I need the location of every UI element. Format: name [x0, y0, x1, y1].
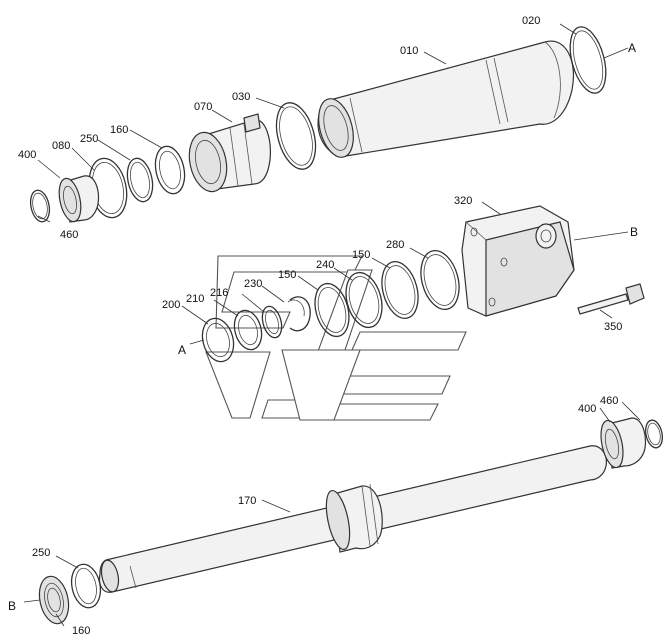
label-150a: 150: [278, 269, 296, 281]
seal-250a: [126, 157, 154, 203]
label-320: 320: [454, 195, 472, 207]
label-250a: 250: [80, 133, 98, 145]
label-070: 070: [194, 101, 212, 113]
label-460a: 460: [60, 229, 78, 241]
stop-ring-400a: [58, 175, 100, 223]
gland-070: [188, 113, 271, 193]
label-020: 020: [522, 15, 540, 27]
label-216: 216: [210, 287, 228, 299]
cylinder-tube-010: [317, 40, 574, 158]
label-150b: 150: [352, 249, 370, 261]
label-400a: 400: [18, 149, 36, 161]
ring-216: [261, 305, 283, 339]
label-250b: 250: [32, 547, 50, 559]
seal-250b: [70, 563, 102, 609]
label-160b: 160: [72, 625, 90, 637]
label-240: 240: [316, 259, 334, 271]
ring-200: [201, 317, 235, 363]
label-010: 010: [400, 45, 418, 57]
ref-a-top: A: [628, 41, 636, 55]
label-460b: 460: [600, 395, 618, 407]
label-160a: 160: [110, 124, 128, 136]
seal-160a: [154, 145, 186, 195]
label-230: 230: [244, 278, 262, 290]
label-200: 200: [162, 299, 180, 311]
snap-ring-460a: [29, 189, 51, 223]
reference-letters: A A B B: [8, 41, 638, 613]
label-350: 350: [604, 321, 622, 333]
leader-lines: [23, 23, 641, 627]
ring-210: [233, 309, 263, 351]
part-labels: 010 020 030 070 160 250 080 400 460 320 …: [18, 15, 622, 637]
label-080: 080: [52, 140, 70, 152]
label-170: 170: [238, 495, 256, 507]
spring-ring-230: [287, 296, 311, 332]
head-block-320: [461, 205, 575, 317]
label-030: 030: [232, 91, 250, 103]
ring-150a: [314, 282, 350, 338]
snap-ring-460b: [645, 419, 663, 449]
stop-ring-400b: [600, 417, 647, 469]
ref-b-bottom: B: [8, 599, 16, 613]
bolt-350: [577, 283, 645, 315]
o-ring-020: [569, 26, 607, 94]
label-400b: 400: [578, 403, 596, 415]
seal-160b: [38, 575, 70, 625]
o-ring-030: [275, 102, 317, 170]
ring-280: [420, 250, 460, 310]
ring-150b: [381, 260, 419, 320]
ref-a-middle: A: [178, 343, 186, 357]
piston-rod-170: [98, 445, 607, 593]
label-210: 210: [186, 293, 204, 305]
label-280: 280: [386, 239, 404, 251]
ref-b-right: B: [630, 225, 638, 239]
